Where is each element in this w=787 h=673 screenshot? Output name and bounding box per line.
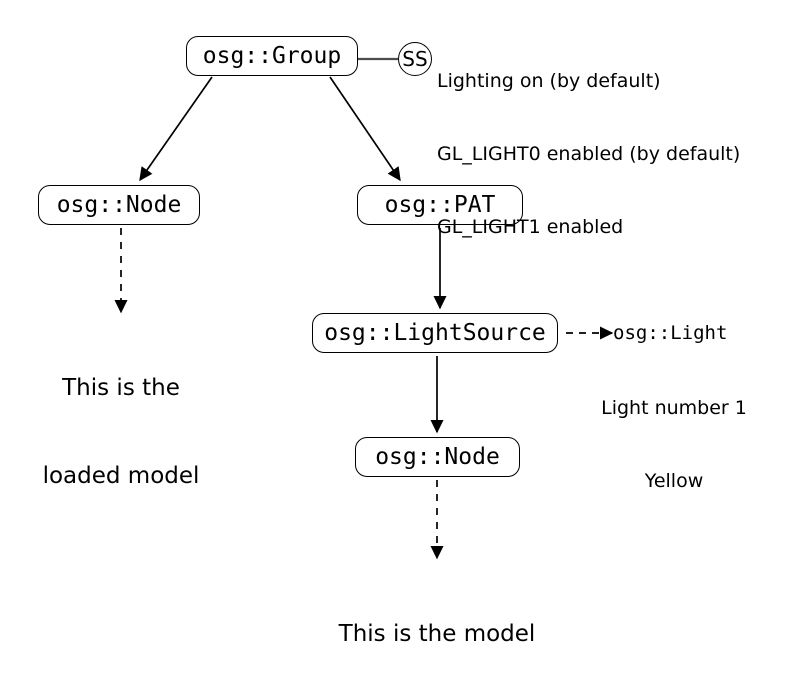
node-osg-pat-label: osg::PAT [384,192,496,218]
node-osg-node-bottom[interactable]: osg::Node [355,437,520,477]
annotation-stateset-line-3: GL_LIGHT1 enabled [437,215,624,238]
annotation-light-model-line-1: This is the model [338,620,536,647]
node-osg-group-label: osg::Group [202,43,342,69]
node-osg-light-label[interactable]: osg::Light [613,322,728,344]
annotation-stateset-line-2: GL_LIGHT0 enabled (by default) [437,142,741,165]
annotation-light-detail-line-2: Yellow [644,469,704,492]
node-osg-node-left[interactable]: osg::Node [38,185,200,225]
annotation-loaded-model-line-1: This is the [62,374,180,401]
annotation-light-model: This is the model representing the light… [317,561,557,673]
node-osg-pat[interactable]: osg::PAT [357,185,523,225]
node-osg-lightsource[interactable]: osg::LightSource [312,313,558,353]
node-osg-lightsource-label: osg::LightSource [324,320,546,346]
node-stateset-badge-label: SS [402,47,428,71]
node-stateset-badge[interactable]: SS [398,42,432,76]
annotation-stateset-line-1: Lighting on (by default) [437,69,661,92]
node-osg-node-bottom-label: osg::Node [375,444,500,470]
annotation-loaded-model-line-2: loaded model [42,463,200,490]
annotation-loaded-model: This is the loaded model [11,315,231,551]
annotation-light-detail-line-1: Light number 1 [601,396,747,419]
annotation-light-detail: Light number 1 Yellow [574,347,774,542]
node-osg-node-left-label: osg::Node [56,192,182,218]
node-osg-group[interactable]: osg::Group [186,36,358,76]
edge-group-to-node-left [139,76,213,182]
annotation-stateset: Lighting on (by default) GL_LIGHT0 enabl… [437,20,740,287]
edge-group-to-pat [329,76,401,182]
